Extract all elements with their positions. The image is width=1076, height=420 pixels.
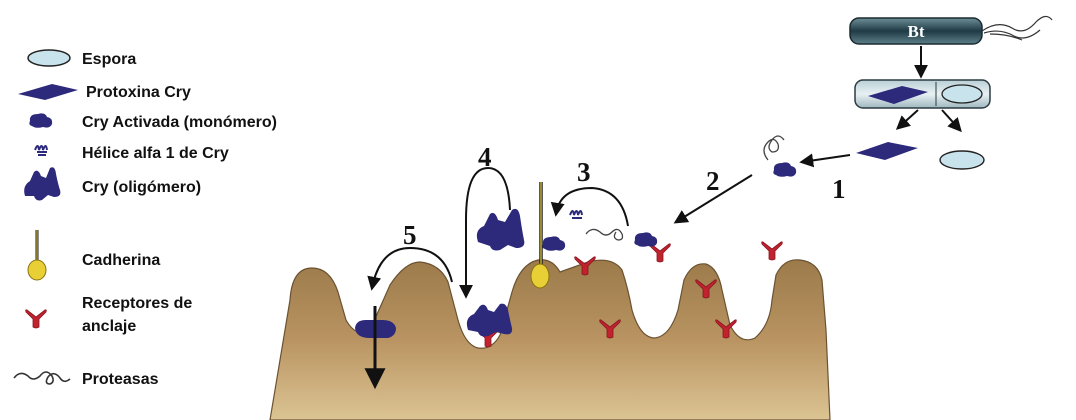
receptor-6 [762,242,783,260]
helix-step3 [570,211,582,218]
monomer-on-receptor [634,232,657,246]
legend-label-cadherina: Cadherina [82,252,160,269]
monomer-on-cadherin [542,236,565,250]
step-label-2: 2 [706,166,720,196]
bt-bacterium: Bt [850,16,1052,44]
legend-label-protoxina: Protoxina Cry [86,84,191,101]
activated-monomer [773,162,796,176]
step-label-3: 3 [577,157,591,187]
receptor-2 [650,244,671,262]
receptor-legend-icon [26,310,47,328]
arrow-to-protoxin [898,110,918,128]
active-monomer-legend-icon [29,113,52,127]
arrow-step-1 [802,155,850,162]
released-spore [940,151,984,169]
legend-label-receptores-1: Receptores de [82,295,192,312]
legend-label-proteasas: Proteasas [82,371,159,388]
protoxin-legend-icon [18,84,78,100]
cadherin [531,182,549,288]
legend-label-oligomero: Cry (oligómero) [82,179,201,196]
bt-label: Bt [908,22,925,41]
step-label-1: 1 [832,174,846,204]
arrow-to-spore [942,110,960,130]
protease-step1 [764,136,784,160]
cadherin-legend-icon [28,230,46,280]
legend-label-espora: Espora [82,51,136,68]
legend-label-helice: Hélice alfa 1 de Cry [82,145,229,162]
protease-legend-icon [14,372,70,384]
arrow-step-3 [556,188,628,226]
legend-label-receptores-2: anclaje [82,318,136,335]
protease-step3 [586,229,623,240]
oligomer-free [477,209,524,251]
step-label-5: 5 [403,220,417,250]
midgut-epithelium [270,260,830,420]
helix-legend-icon [35,146,47,155]
spore-legend-icon [28,50,70,66]
oligomer-legend-icon [24,167,60,200]
step-label-4: 4 [478,142,492,172]
oligomer-on-receptor [467,304,512,337]
legend: Espora Protoxina Cry Cry Activada (monóm… [14,50,277,388]
released-protoxin [856,142,918,160]
legend-label-cry-activada: Cry Activada (monómero) [82,114,277,131]
flagella [982,16,1052,40]
spore-in-cell [942,85,982,103]
sporangium [855,80,990,108]
